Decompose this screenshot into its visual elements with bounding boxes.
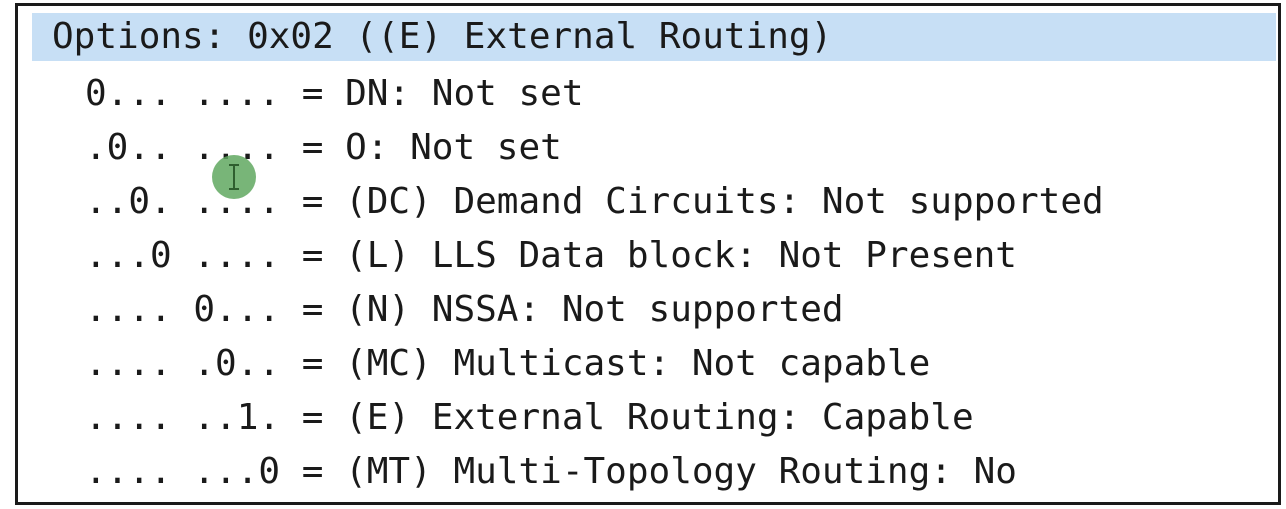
options-tree-node[interactable]: Options: 0x02 ((E) External Routing) [32,13,1276,61]
option-o-flag[interactable]: .0.. .... = O: Not set [85,127,562,168]
i-beam-icon [229,164,239,190]
option-lls-flag[interactable]: ...0 .... = (L) LLS Data block: Not Pres… [85,235,1017,276]
packet-detail-pane: Options: 0x02 ((E) External Routing) 0..… [15,3,1281,505]
option-mc-flag[interactable]: .... .0.. = (MC) Multicast: Not capable [85,343,931,384]
option-e-flag[interactable]: .... ..1. = (E) External Routing: Capabl… [85,397,974,438]
option-nssa-flag[interactable]: .... 0... = (N) NSSA: Not supported [85,289,844,330]
option-dn-flag[interactable]: 0... .... = DN: Not set [85,73,584,114]
option-mt-flag[interactable]: .... ...0 = (MT) Multi-Topology Routing:… [85,451,1017,492]
option-dc-flag[interactable]: ..0. .... = (DC) Demand Circuits: Not su… [85,181,1104,222]
text-cursor-icon [212,155,256,199]
